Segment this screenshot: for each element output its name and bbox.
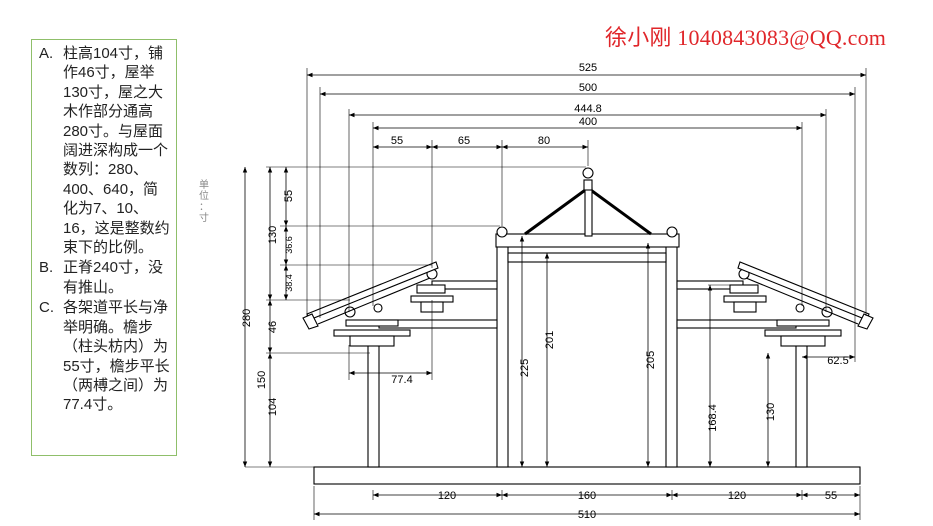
dim-120-right: 120 — [728, 490, 746, 502]
dim-55-top: 55 — [391, 135, 403, 147]
secondary-beam — [507, 252, 667, 263]
dim-36-6: 36.6 — [284, 236, 294, 254]
dim-500: 500 — [579, 82, 597, 94]
dim-400: 400 — [579, 116, 597, 128]
note-b-marker: B. — [39, 259, 54, 277]
dim-225: 225 — [519, 359, 531, 377]
dim-46: 46 — [267, 321, 279, 333]
column-left-inner — [496, 242, 509, 468]
dimension-labels: 525 500 444.8 400 55 65 80 55 130 36.6 3… — [241, 62, 849, 521]
unit-label: 单位：寸 — [199, 180, 209, 224]
dim-280: 280 — [241, 309, 253, 327]
column-right-inner — [665, 242, 678, 468]
note-b-text: 正脊240寸，没有推山。 — [63, 259, 164, 296]
note-c-marker: C. — [39, 299, 54, 317]
bracket-set-left-outer — [333, 303, 411, 347]
dim-168-4: 168.4 — [707, 404, 719, 432]
note-c: C. 各架道平长与净举明确。檐步（柱头枋内）为55寸，檐步平长（两榑之间）为77.… — [36, 298, 172, 414]
base-platform — [313, 466, 861, 485]
dim-444-8: 444.8 — [574, 103, 602, 115]
dim-77-4: 77.4 — [391, 374, 412, 386]
dim-80: 80 — [538, 135, 550, 147]
dimension-lines — [242, 68, 867, 520]
dim-130-left: 130 — [267, 226, 279, 244]
dim-55-bottom: 55 — [825, 490, 837, 502]
bracket-set-right-outer — [764, 303, 842, 347]
dim-205: 205 — [645, 351, 657, 369]
note-b: B. 正脊240寸，没有推山。 — [36, 258, 172, 297]
dim-525: 525 — [579, 62, 597, 74]
note-a: A. 柱高104寸，铺作46寸，屋举130寸，屋之大木作部分通高280寸。与屋面阔… — [36, 44, 172, 257]
author-watermark: 徐小刚 1040843083@QQ.com — [605, 25, 887, 50]
note-c-text: 各架道平长与净举明确。檐步（柱头枋内）为55寸，檐步平长（两榑之间）为77.4寸… — [63, 299, 170, 414]
dim-150: 150 — [256, 371, 268, 389]
king-post — [584, 187, 593, 237]
dim-62-5: 62.5 — [827, 355, 848, 367]
dim-201: 201 — [544, 331, 556, 349]
dim-38-4: 38.4 — [284, 274, 294, 292]
dim-160: 160 — [578, 490, 596, 502]
ridge-purlin — [582, 167, 594, 179]
dim-510: 510 — [578, 509, 596, 521]
column-left-outer — [367, 337, 380, 468]
timber-frame — [302, 167, 874, 485]
dim-120-left: 120 — [438, 490, 456, 502]
note-a-text: 柱高104寸，铺作46寸，屋举130寸，屋之大木作部分通高280寸。与屋面阔进深… — [63, 45, 170, 257]
dim-65: 65 — [458, 135, 470, 147]
note-a-marker: A. — [39, 45, 54, 62]
dim-130-right: 130 — [765, 403, 777, 421]
dim-104: 104 — [267, 398, 279, 416]
dim-55-left: 55 — [283, 190, 295, 202]
notes-panel: A. 柱高104寸，铺作46寸，屋举130寸，屋之大木作部分通高280寸。与屋面阔… — [31, 39, 177, 456]
notes-list: A. 柱高104寸，铺作46寸，屋举130寸，屋之大木作部分通高280寸。与屋面阔… — [36, 44, 172, 415]
